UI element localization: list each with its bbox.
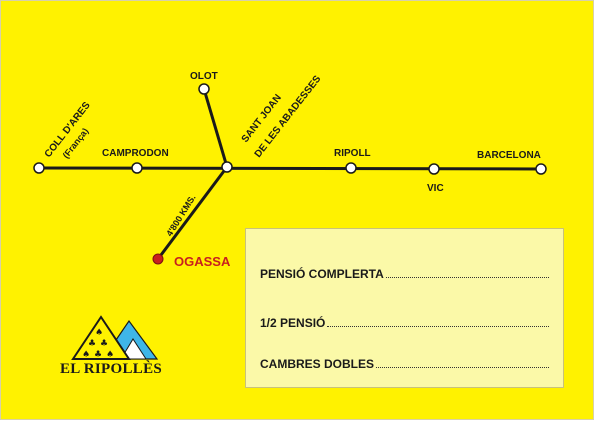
town-node-sant-joan (221, 161, 233, 173)
svg-text:♣: ♣ (88, 339, 96, 349)
form-row-double-rooms: CAMBRES DOBLES (260, 357, 549, 371)
town-label-vic: VIC (427, 183, 444, 194)
town-node-barcelona (535, 163, 547, 175)
form-field-double-rooms (376, 358, 549, 368)
main-road (38, 166, 542, 171)
town-node-camprodon (131, 162, 143, 174)
form-field-half-board (327, 317, 549, 327)
form-row-half-board: 1/2 PENSIÓ (260, 316, 549, 330)
form-row-full-board: PENSIÓ COMPLERTA (260, 267, 549, 281)
town-label-camprodon: CAMPRODON (102, 148, 169, 159)
el-ripolles-logo: ♠ ♣ ♣ ♠ ♣ ♠ EL RIPOLLÈS (51, 313, 171, 385)
destination-label-ogassa: OGASSA (174, 254, 231, 269)
town-label-barcelona: BARCELONA (477, 150, 541, 161)
form-field-full-board (385, 268, 549, 278)
svg-text:♠: ♠ (95, 328, 103, 338)
ogassa-road (156, 166, 229, 260)
svg-text:♠: ♠ (106, 350, 114, 360)
form-label-half-board: 1/2 PENSIÓ (260, 316, 326, 330)
svg-text:♣: ♣ (94, 350, 102, 360)
town-node-olot (198, 83, 210, 95)
svg-text:♠: ♠ (82, 350, 90, 360)
logo-text: EL RIPOLLÈS (59, 361, 163, 377)
distance-label: 4'800 KMS. (164, 193, 197, 238)
town-node-coll-dares (33, 162, 45, 174)
town-node-vic (428, 163, 440, 175)
mountains-with-card-suits-icon: ♠ ♣ ♣ ♠ ♣ ♠ (71, 315, 159, 360)
svg-text:♣: ♣ (100, 339, 108, 349)
form-label-full-board: PENSIÓ COMPLERTA (260, 267, 384, 281)
town-label-olot: OLOT (190, 71, 218, 82)
form-label-double-rooms: CAMBRES DOBLES (260, 357, 375, 371)
olot-road (202, 88, 229, 168)
booking-form: PENSIÓ COMPLERTA 1/2 PENSIÓ CAMBRES DOBL… (245, 228, 564, 388)
town-node-ripoll (345, 162, 357, 174)
destination-marker-ogassa (152, 253, 164, 265)
town-label-ripoll: RIPOLL (334, 148, 371, 159)
